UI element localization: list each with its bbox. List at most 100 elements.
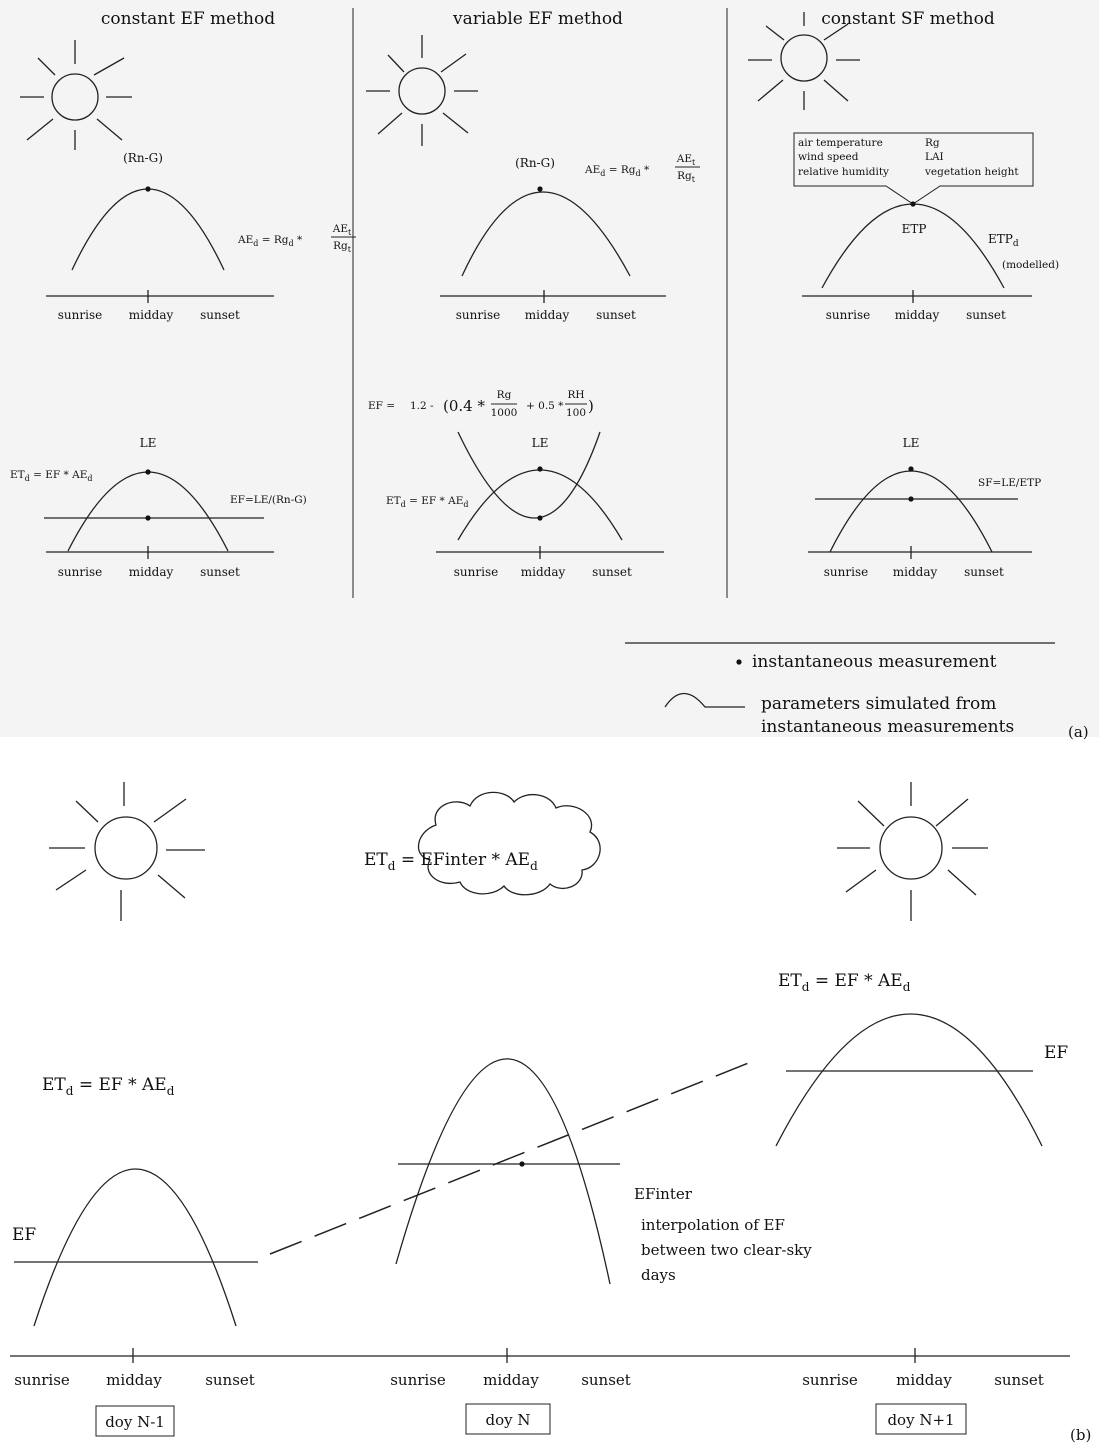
ef-formula: EF = 1.2 - (0.4 * Rg 1000 + 0.5 * RH 100… [368, 389, 594, 419]
axis-label-midday: midday [129, 565, 174, 579]
svg-text:AEt: AEt [676, 153, 696, 167]
svg-text:): ) [588, 397, 594, 415]
etp-label: ETP [902, 222, 927, 236]
le-curve-day2 [395, 1058, 611, 1285]
le-curve [829, 470, 993, 553]
et-formula: ETd = EF * AEd [386, 495, 469, 509]
panel-b: ETd = EF * AEd ETd = EFinter * AEd ETd =… [10, 782, 1091, 1444]
et-formula-day2: ETd = EFinter * AEd [364, 850, 538, 873]
ef-definition: EF=LE/(Rn-G) [230, 494, 307, 506]
le-curve-day1 [33, 1168, 237, 1327]
svg-text:1000: 1000 [491, 407, 518, 419]
axis-label-sunrise: sunrise [802, 1371, 858, 1389]
day-box-n-minus-1 [95, 1405, 175, 1437]
axis-label-sunset: sunset [581, 1371, 631, 1389]
legend-dot-text: instantaneous measurement [752, 652, 997, 672]
day-label-n-plus-1: doy N+1 [887, 1411, 954, 1429]
legend-curve-symbol [664, 692, 745, 708]
svg-text:100: 100 [566, 407, 586, 419]
panel-a: constant EF method variable EF method co… [10, 8, 1089, 741]
efinter-dot [519, 1161, 525, 1167]
axis-label-sunset: sunset [966, 308, 1006, 322]
interp-text-2: between two clear-sky [641, 1241, 812, 1259]
svg-text:1.2 -: 1.2 - [410, 400, 434, 412]
le-label: LE [903, 436, 920, 450]
axis-label-midday: midday [893, 565, 938, 579]
et-formula-day1: ETd = EF * AEd [42, 1075, 175, 1098]
axis-label-midday: midday [895, 308, 940, 322]
svg-text:AEd = Rgd *: AEd = Rgd * [584, 164, 650, 178]
axis-label-midday: midday [129, 308, 174, 322]
le-curve [457, 469, 623, 541]
axis-label-sunrise: sunrise [58, 308, 102, 322]
le-curve [67, 471, 229, 552]
measurement-dot [908, 466, 914, 472]
rn-g-label: (Rn-G) [123, 151, 163, 165]
modelled-label: (modelled) [1002, 259, 1059, 271]
ef-label-day1: EF [12, 1225, 36, 1245]
cloud-icon [418, 791, 601, 896]
interpolation-dashed-line [269, 1059, 757, 1255]
axis-label-midday: midday [896, 1371, 952, 1389]
axis-label-sunrise: sunrise [58, 565, 102, 579]
svg-text:+ 0.5 *: + 0.5 * [526, 400, 564, 412]
measurement-dot [537, 466, 543, 472]
input-air-temperature: air temperature [798, 137, 883, 149]
day-label-n: doy N [486, 1411, 531, 1429]
sun-icon [20, 40, 132, 150]
input-vegetation-height: vegetation height [924, 166, 1019, 178]
input-rg: Rg [925, 137, 940, 149]
efinter-label: EFinter [634, 1185, 693, 1203]
svg-text:EF =: EF = [368, 400, 395, 412]
sf-definition: SF=LE/ETP [978, 477, 1041, 489]
axis-label-sunrise: sunrise [456, 308, 500, 322]
measurement-dot [537, 186, 543, 192]
interp-text-3: days [641, 1266, 676, 1284]
inputs-callout [793, 132, 1034, 205]
ae-formula: AEd = Rgd * AEt Rgt [584, 153, 700, 184]
panel-b-tag: (b) [1070, 1426, 1091, 1444]
legend-dot-symbol [736, 659, 742, 665]
svg-text:AEt: AEt [332, 223, 352, 237]
axis-label-sunset: sunset [596, 308, 636, 322]
sun-icon [748, 12, 860, 110]
measurement-dot [537, 515, 543, 521]
measurement-dot [145, 515, 151, 521]
input-lai: LAI [925, 151, 944, 163]
axis-label-sunset: sunset [592, 565, 632, 579]
sun-icon [837, 782, 988, 921]
axis-label-midday: midday [521, 565, 566, 579]
axis-label-sunset: sunset [205, 1371, 255, 1389]
legend-curve-text-1: parameters simulated from [761, 694, 996, 714]
etp-curve [821, 203, 1005, 289]
etp-d-label: ETPd [988, 232, 1019, 249]
rn-g-curve [71, 188, 225, 271]
svg-text:Rgt: Rgt [677, 170, 696, 184]
legend-curve-text-2: instantaneous measurements [761, 717, 1014, 737]
axis-label-midday: midday [483, 1371, 539, 1389]
title-constant-sf: constant SF method [821, 9, 995, 29]
panel-a-background [0, 0, 1099, 737]
day-label-n-minus-1: doy N-1 [105, 1413, 165, 1431]
interp-text-1: interpolation of EF [641, 1216, 785, 1234]
axis-label-sunrise: sunrise [14, 1371, 70, 1389]
axis-label-sunset: sunset [994, 1371, 1044, 1389]
axis-label-sunrise: sunrise [824, 565, 868, 579]
et-formula-day3: ETd = EF * AEd [778, 971, 911, 994]
le-label: LE [532, 436, 549, 450]
svg-text:Rg: Rg [497, 389, 512, 401]
measurement-dot [910, 201, 916, 207]
panel-a-tag: (a) [1068, 723, 1089, 741]
rn-g-label: (Rn-G) [515, 156, 555, 170]
axis-label-midday: midday [106, 1371, 162, 1389]
et-formula: ETd = EF * AEd [10, 469, 93, 483]
title-variable-ef: variable EF method [452, 9, 623, 29]
rn-g-curve [461, 191, 631, 277]
le-label: LE [140, 436, 157, 450]
svg-text:Rgt: Rgt [333, 240, 352, 254]
input-wind-speed: wind speed [798, 151, 859, 163]
axis-label-sunset: sunset [200, 565, 240, 579]
day-box-n [465, 1403, 551, 1435]
axis-label-midday: midday [525, 308, 570, 322]
